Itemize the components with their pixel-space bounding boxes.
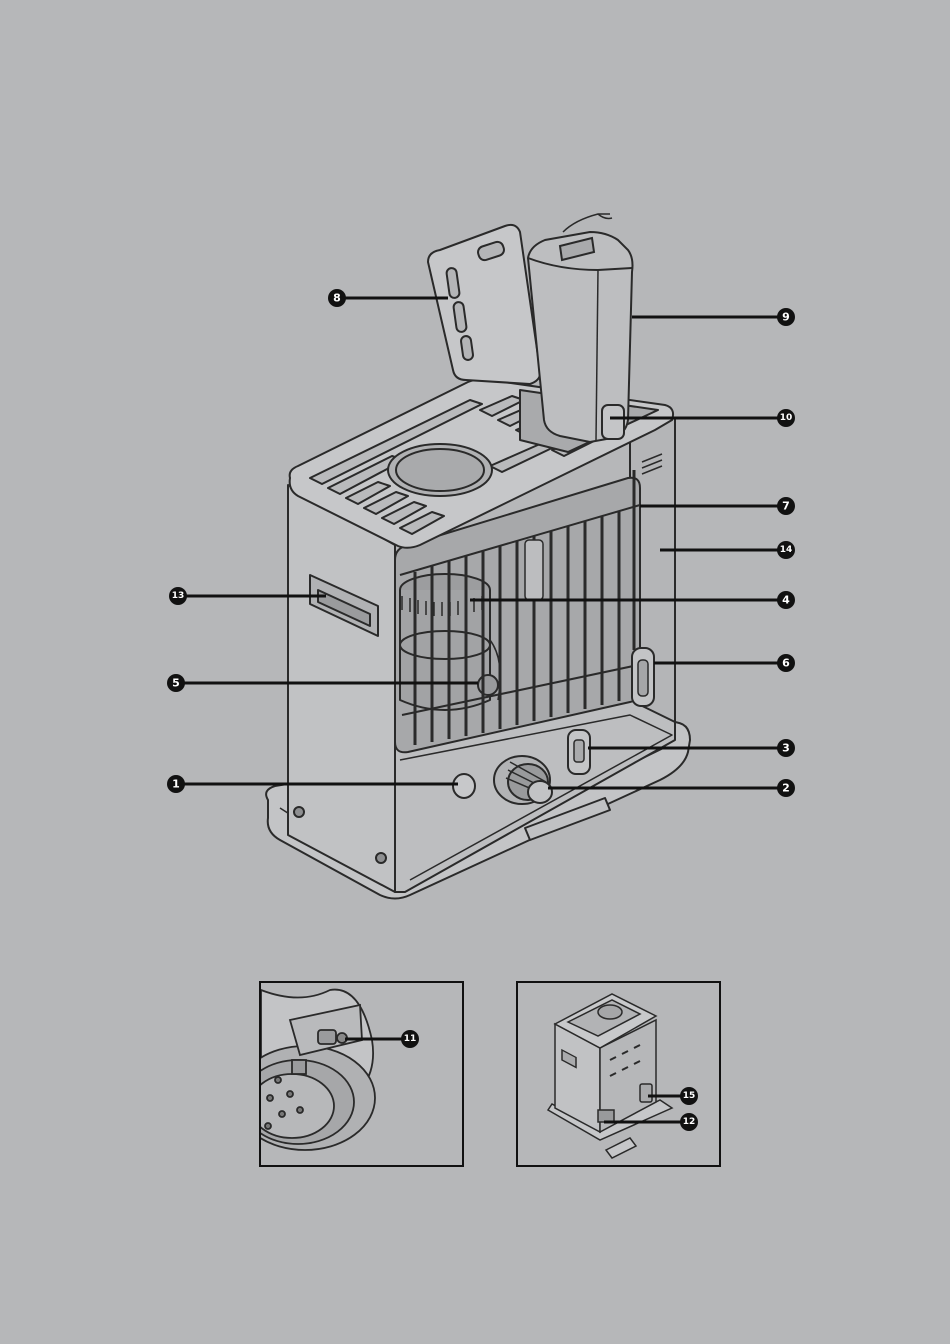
callout-14-label: 14 — [780, 545, 793, 555]
inset-rear-view — [517, 982, 720, 1166]
callout-8-label: 8 — [333, 292, 341, 305]
callout-3: 3 — [777, 739, 795, 757]
callout-7-label: 7 — [782, 500, 790, 513]
control-knob — [494, 756, 552, 804]
callout-1-label: 1 — [172, 778, 180, 791]
tank-window — [602, 405, 624, 439]
callout-12-label: 12 — [683, 1117, 696, 1127]
callout-15: 15 — [680, 1087, 698, 1105]
callout-7: 7 — [777, 497, 795, 515]
callout-11-label: 11 — [404, 1034, 417, 1044]
callout-14: 14 — [777, 541, 795, 559]
callout-15-label: 15 — [683, 1091, 696, 1101]
ignition-button — [453, 774, 475, 798]
callout-13-label: 13 — [172, 591, 185, 601]
callout-4: 4 — [777, 591, 795, 609]
callout-9-label: 9 — [782, 311, 790, 324]
callout-4-label: 4 — [782, 594, 790, 607]
callout-3-label: 3 — [782, 742, 790, 755]
callout-12: 12 — [680, 1113, 698, 1131]
callout-2: 2 — [777, 779, 795, 797]
callout-13: 13 — [169, 587, 187, 605]
callout-8: 8 — [328, 289, 346, 307]
inset-burner-detail — [235, 982, 463, 1166]
guard-plate — [525, 540, 543, 600]
callout-2-label: 2 — [782, 782, 790, 795]
callout-6: 6 — [777, 654, 795, 672]
callout-6-label: 6 — [782, 657, 790, 670]
fuel-tank — [528, 214, 633, 442]
callout-1: 1 — [167, 775, 185, 793]
callout-5-label: 5 — [172, 677, 180, 690]
callout-11: 11 — [401, 1030, 419, 1048]
callout-10-label: 10 — [780, 413, 793, 423]
left-side-panel — [288, 485, 395, 892]
callout-5: 5 — [167, 674, 185, 692]
kerosene-heater — [266, 379, 690, 898]
callout-10: 10 — [777, 409, 795, 427]
fuel-lid — [428, 225, 540, 384]
callout-9: 9 — [777, 308, 795, 326]
